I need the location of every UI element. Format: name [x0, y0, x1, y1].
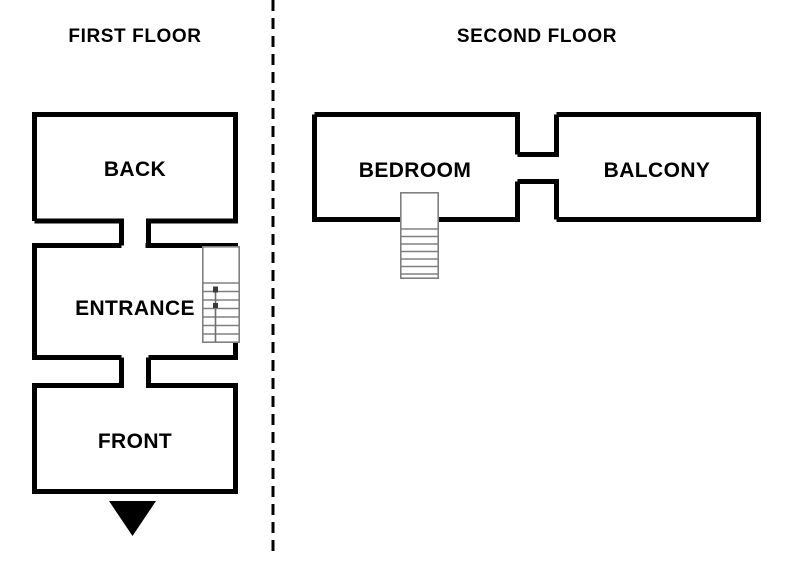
room-back: BACK	[32, 112, 238, 248]
first-floor-stairs	[202, 246, 241, 344]
room-front-label: FRONT	[98, 430, 172, 453]
second-floor-stairs	[399, 192, 439, 280]
bedroom-balcony-passage	[517, 114, 559, 220]
room-entrance-left-walls	[32, 243, 122, 360]
room-balcony-label: BALCONY	[604, 159, 711, 182]
room-bedroom-top-wall	[314, 112, 520, 155]
stair-direction-mark	[213, 286, 218, 293]
room-front-walls	[32, 357, 238, 494]
passage-lower-wall	[517, 179, 559, 220]
front-door-arrow-icon	[109, 501, 156, 536]
room-front: FRONT	[32, 357, 238, 536]
room-back-left-jamb	[34, 218, 124, 246]
first-floor-stairs-outline	[202, 246, 241, 344]
second-floor-title: SECOND FLOOR	[457, 26, 617, 47]
passage-upper-wall	[517, 114, 559, 157]
stair-up-arrowhead	[213, 303, 218, 308]
first-floor-title: FIRST FLOOR	[68, 26, 201, 47]
room-bedroom-label: BEDROOM	[359, 159, 471, 182]
room-balcony-walls	[556, 112, 761, 222]
room-back-label: BACK	[104, 158, 166, 181]
room-balcony: BALCONY	[556, 112, 761, 222]
room-entrance-label: ENTRANCE	[75, 297, 195, 320]
second-floor-stairs-outline	[399, 192, 439, 280]
